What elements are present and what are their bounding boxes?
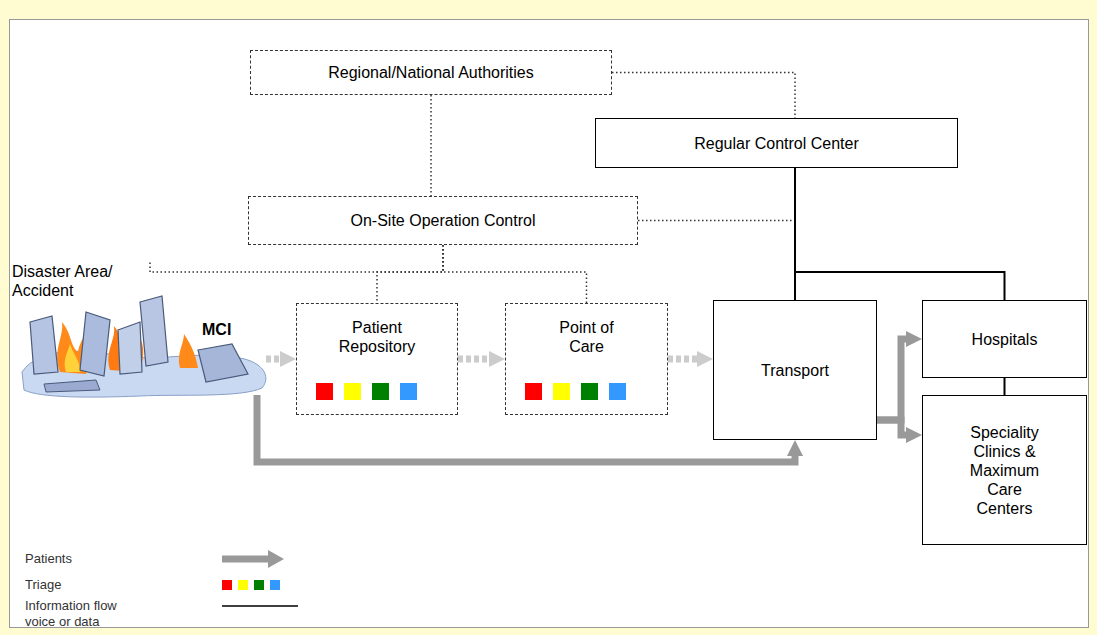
hospital-box: Hospitals	[922, 300, 1087, 378]
node-label: Patient Repository	[330, 318, 425, 356]
patient-flow-arrow	[266, 356, 282, 363]
info-line	[1004, 378, 1006, 395]
point-of-care-box: Point of Care	[505, 303, 668, 415]
dotted-info-line	[443, 245, 587, 303]
info-line	[795, 168, 1005, 300]
repository-box: Patient Repository	[296, 303, 458, 415]
triage-green	[581, 383, 598, 400]
triage-sample	[238, 580, 248, 590]
legend-label: Triage	[25, 577, 185, 593]
patient-arrow-sample	[222, 556, 270, 563]
triage-blue	[609, 383, 626, 400]
patient-flow-arrow	[877, 339, 908, 420]
node-label: Transport	[761, 361, 829, 380]
rubble	[44, 380, 100, 392]
flame	[65, 344, 80, 372]
triage-blue	[400, 383, 417, 400]
dotted-info-line	[377, 245, 443, 303]
node-label: Regional/National Authorities	[328, 63, 533, 82]
frame	[10, 20, 1089, 628]
patient-flow-arrow	[458, 356, 491, 363]
flame	[179, 334, 198, 368]
triage-sample	[222, 580, 232, 590]
triage-yellow	[344, 383, 361, 400]
triage-sample	[270, 580, 280, 590]
dotted-info-line	[638, 168, 795, 221]
clinic-box: Speciality Clinics & Maximum Care Center…	[922, 395, 1087, 545]
control-center-box: Regular Control Center	[595, 118, 958, 168]
ruin	[140, 296, 168, 366]
disaster-illustration	[22, 296, 266, 397]
triage-squares	[316, 383, 626, 400]
dotted-info-line	[430, 95, 432, 196]
authority-box: Regional/National Authorities	[250, 50, 612, 95]
patient-flow-arrow	[668, 356, 699, 363]
transport-box: Transport	[713, 300, 877, 440]
operation-control-box: On-Site Operation Control	[248, 196, 638, 245]
node-label: Point of Care	[551, 318, 623, 356]
ruin	[80, 312, 110, 376]
patient-flow-arrow	[877, 420, 908, 435]
dotted-info-line	[150, 245, 443, 272]
legend-samples	[222, 550, 298, 606]
triage-sample	[254, 580, 264, 590]
node-sublabel: MCI	[202, 320, 252, 339]
node-label: On-Site Operation Control	[351, 211, 536, 230]
ruin	[198, 344, 248, 382]
triage-red	[316, 383, 333, 400]
triage-yellow	[553, 383, 570, 400]
legend-label: Patients	[25, 551, 185, 567]
node-label: Speciality Clinics & Maximum Care Center…	[963, 423, 1047, 518]
info-line-sample	[222, 605, 298, 607]
dotted-info-line	[612, 73, 795, 119]
patient-arrow-sample	[268, 550, 284, 568]
ruin	[118, 322, 142, 374]
triage-red	[525, 383, 542, 400]
patient-flow-arrow	[257, 395, 795, 462]
disaster-area: Disaster Area/ AccidentMCI	[12, 262, 272, 395]
node-label: Regular Control Center	[694, 134, 859, 153]
node-label: Hospitals	[972, 330, 1038, 349]
triage-green	[372, 383, 389, 400]
node-label: Disaster Area/ Accident	[12, 262, 137, 300]
ruin	[30, 316, 58, 374]
legend-label: Information flow voice or data	[25, 598, 137, 630]
